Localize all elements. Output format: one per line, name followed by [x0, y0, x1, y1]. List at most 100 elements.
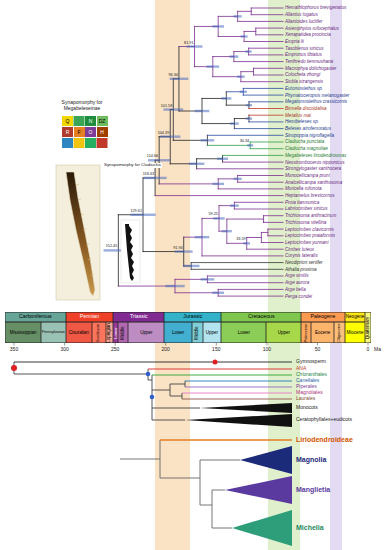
tree-branch — [254, 68, 283, 69]
taxon-name: Empronus tibiatus — [285, 52, 322, 57]
tree-branch — [261, 242, 283, 243]
hpd-bar — [212, 292, 224, 294]
tree-branch — [261, 232, 267, 233]
hpd-bar — [246, 104, 252, 106]
taxon-name: Strongylogaster xanthocera — [285, 166, 341, 171]
cell-label: Neogene — [346, 315, 365, 320]
hpd-bar — [165, 285, 184, 287]
tree-branch — [249, 54, 283, 55]
cell-label: Cretaceous — [248, 314, 275, 319]
epoch-box: Guadalupian — [92, 322, 106, 343]
tree-branch — [256, 34, 283, 35]
tree-branch — [264, 222, 283, 223]
tree-branch — [148, 369, 292, 370]
tree-branch — [152, 375, 292, 376]
clade-triangle — [240, 446, 292, 474]
cell-label: Upper — [206, 330, 218, 335]
taxon-name: Allantus togatus — [285, 12, 318, 17]
node-age: 96.34 — [168, 73, 178, 77]
taxon-name: Analcellicampa xanthosoma — [285, 180, 342, 185]
hpd-bar — [195, 236, 210, 238]
epoch-box: Lower — [164, 322, 192, 343]
character-cell: F — [74, 127, 85, 137]
clade-name: Ceratophyllales+eudicots — [296, 417, 352, 423]
clade-name: Magnolia — [296, 456, 326, 464]
hpd-bar — [217, 158, 228, 160]
axis-tick-label: 150 — [212, 347, 220, 353]
axis-unit: Ma — [374, 347, 381, 353]
axis-tick-label: 250 — [111, 347, 119, 353]
tree-branch — [14, 362, 292, 363]
hpd-bar — [144, 177, 167, 179]
hpd-bar — [246, 117, 252, 119]
taxon-name: Leptocimbex yunnani — [285, 240, 328, 245]
taxon-name: Taxoblenus sinicus — [285, 46, 324, 51]
hpd-bar — [170, 78, 189, 80]
character-cell: R — [62, 127, 73, 137]
taxon-name: Asiemphytus rufocephalus — [285, 26, 339, 31]
node-age: 129.61 — [130, 209, 142, 213]
clade-triangle — [185, 414, 292, 427]
hpd-bar — [222, 230, 232, 232]
tree-branch — [249, 108, 283, 109]
taxon-name: Moricella rufonota — [285, 186, 322, 191]
hpd-bar — [160, 135, 180, 137]
tree-branch — [251, 8, 283, 9]
axis-tick — [115, 343, 116, 346]
tree-branch — [226, 105, 249, 106]
tree-branch — [175, 292, 218, 293]
tree-branch — [207, 276, 283, 277]
tree-branch — [249, 48, 283, 49]
tree-branch — [202, 123, 234, 124]
cell-label: R — [66, 130, 70, 135]
hpd-bar — [201, 278, 215, 280]
tree-branch — [243, 88, 283, 89]
hpd-bar — [201, 139, 215, 141]
taxon-name: Megatomostethus crassicornis — [285, 99, 347, 104]
node-age: 152.45 — [106, 244, 118, 248]
tree-branch — [244, 41, 283, 42]
taxon-name: Metallus mai — [285, 113, 311, 118]
taxon-name: Athalia proxima — [285, 267, 317, 272]
taxon-name: Beleses atrofemoratus — [285, 126, 331, 131]
tree-branch — [159, 183, 218, 184]
cell-label: Lower — [114, 327, 118, 339]
tree-branch — [218, 188, 283, 189]
hpd-bar — [212, 183, 224, 185]
hpd-bar — [163, 108, 183, 110]
cell-label: Cisuralian — [69, 330, 89, 335]
taxon-name: Neostromboceros nipponicus — [285, 160, 345, 165]
hpd-bar — [213, 217, 225, 219]
hpd-bar — [212, 25, 224, 27]
tree-branch — [207, 135, 283, 136]
tree-branch — [160, 439, 292, 441]
epoch-box: Eocene — [311, 322, 333, 343]
calibration-dot — [146, 372, 151, 377]
taxon-name: Monocellicampa pruni — [285, 173, 330, 178]
inset-title: Synapomorphy for Megabeleseinae — [56, 100, 108, 111]
character-cell — [97, 138, 108, 148]
time-band — [330, 0, 342, 550]
clade-name: Laurales — [296, 396, 315, 402]
tree-branch — [234, 209, 283, 210]
tree-branch — [207, 282, 283, 283]
tree-branch — [185, 387, 292, 388]
taxon-name: Birmella discoidalisa — [285, 106, 327, 111]
character-cell — [62, 138, 73, 148]
calibration-dot — [213, 360, 218, 365]
taxon-name: Tenthredo tienmushana — [285, 59, 333, 64]
clade-name: Magnoliales — [296, 390, 323, 396]
cell-label: DZ — [99, 119, 106, 124]
clade-name: Canellales — [296, 378, 319, 384]
cell-label: Carboniferous — [19, 314, 52, 319]
axis-tick — [266, 343, 267, 346]
cell-label: Lower — [172, 330, 184, 335]
hpd-bar — [230, 204, 239, 206]
character-cell — [74, 138, 85, 148]
epoch-box: Pennsylvanian — [41, 322, 66, 343]
clade-name: Piperales — [296, 384, 317, 390]
tree-branch — [249, 115, 283, 116]
tree-branch — [268, 229, 283, 230]
cell-label: Guadalupian — [97, 323, 100, 342]
